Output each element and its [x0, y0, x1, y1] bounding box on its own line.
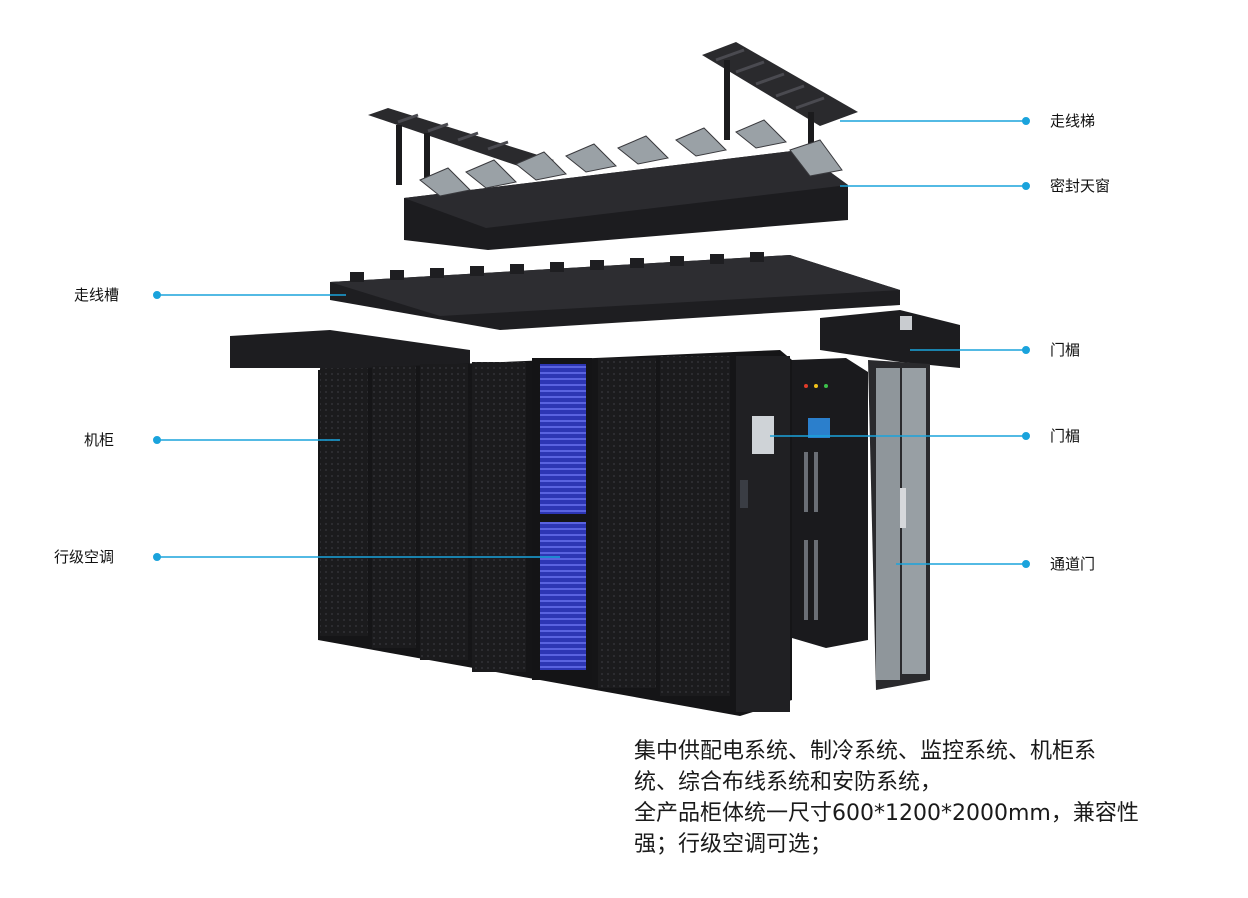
- label-door-header-top: 门楣: [1050, 341, 1081, 359]
- row-ac-upper-grille: [540, 364, 586, 514]
- caption-line-1: 集中供配电系统、制冷系统、监控系统、机柜系: [634, 739, 1097, 764]
- door-header-left: [230, 330, 470, 368]
- sealed-skylight: [404, 119, 848, 250]
- label-sealed-skylight: 密封天窗: [1050, 177, 1111, 195]
- label-door-header-mid: 门楣: [1050, 427, 1081, 445]
- monitor-screen: [808, 418, 830, 438]
- row-ac-lower-grille: [540, 522, 586, 670]
- power-cabinet: [792, 358, 868, 648]
- cable-ladder: [368, 42, 858, 185]
- aisle-door: [868, 360, 930, 690]
- description-caption: 集中供配电系统、制冷系统、监控系统、机柜系 统、综合布线系统和安防系统， 全产品…: [634, 736, 1214, 860]
- leader-lines: [153, 117, 1030, 568]
- caption-line-4: 强；行级空调可选；: [634, 832, 833, 857]
- cable-trough: [330, 252, 900, 330]
- caption-line-3: 全产品柜体统一尺寸600*1200*2000mm，兼容性: [634, 801, 1139, 826]
- label-cabinet: 机柜: [84, 431, 115, 449]
- label-aisle-door: 通道门: [1050, 555, 1096, 573]
- caption-line-2: 统、综合布线系统和安防系统，: [634, 770, 943, 795]
- label-cable-trough: 走线槽: [74, 286, 120, 304]
- door-header-top: [820, 310, 960, 368]
- door-access-panel: [752, 416, 774, 454]
- label-row-ac: 行级空调: [54, 548, 115, 566]
- cabinet-row: [318, 350, 792, 716]
- label-cable-ladder: 走线梯: [1050, 112, 1096, 130]
